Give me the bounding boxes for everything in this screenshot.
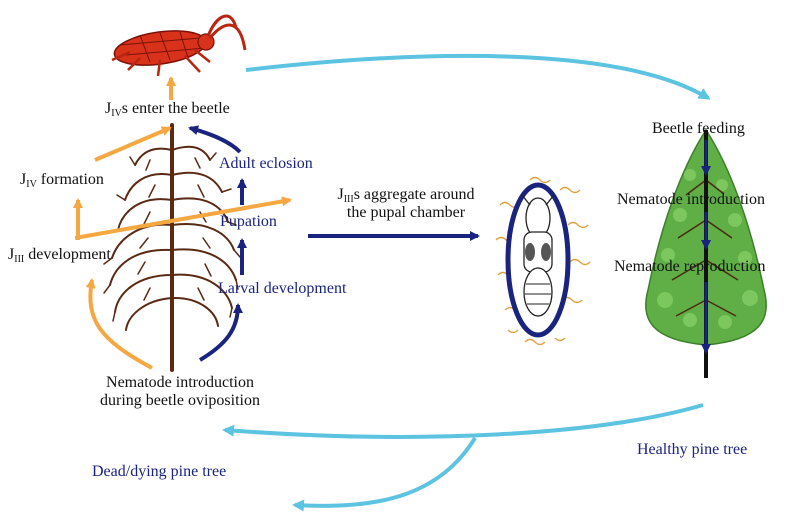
label-larval-development: Larval development: [218, 280, 347, 297]
label-dead-dying-pine-tree: Dead/dying pine tree: [92, 463, 227, 480]
label-nematode-introduction: Nematode introduction: [617, 191, 765, 208]
pupal-chamber-illustration: [495, 176, 591, 346]
label-j4-formation: JIV formation: [20, 171, 104, 190]
label-j3-aggregate: JIIIs aggregate around the pupal chamber: [337, 186, 475, 221]
label-j3-development: JIII development: [8, 246, 111, 265]
label-j4-enter-beetle: JIVs enter the beetle: [105, 100, 230, 119]
cycle-arrow-beetle-to-healthy: [245, 53, 711, 100]
label-adult-eclosion: Adult eclosion: [219, 155, 313, 172]
label-healthy-pine-tree: Healthy pine tree: [637, 441, 748, 458]
cycle-arrow-lower-return: [292, 436, 477, 512]
cycle-arrow-healthy-to-dead: [222, 403, 704, 439]
arrow-intro-to-j3: [85, 278, 153, 370]
label-pupation: Pupation: [220, 213, 277, 230]
arrow-eclosion-to-beetle: [188, 125, 242, 154]
arrow-j3-aggregate: [74, 196, 292, 240]
healthy-pine-tree: [645, 128, 767, 378]
label-nematode-introduction-oviposition: Nematode introduction during beetle ovip…: [100, 374, 260, 409]
label-beetle-feeding: Beetle feeding: [652, 120, 745, 137]
arrow-intro-to-larval: [198, 303, 243, 362]
beetle-illustration: [111, 14, 247, 77]
label-nematode-reproduction: Nematode reproduction: [614, 258, 766, 275]
arrow-j4-formation: [94, 126, 172, 162]
